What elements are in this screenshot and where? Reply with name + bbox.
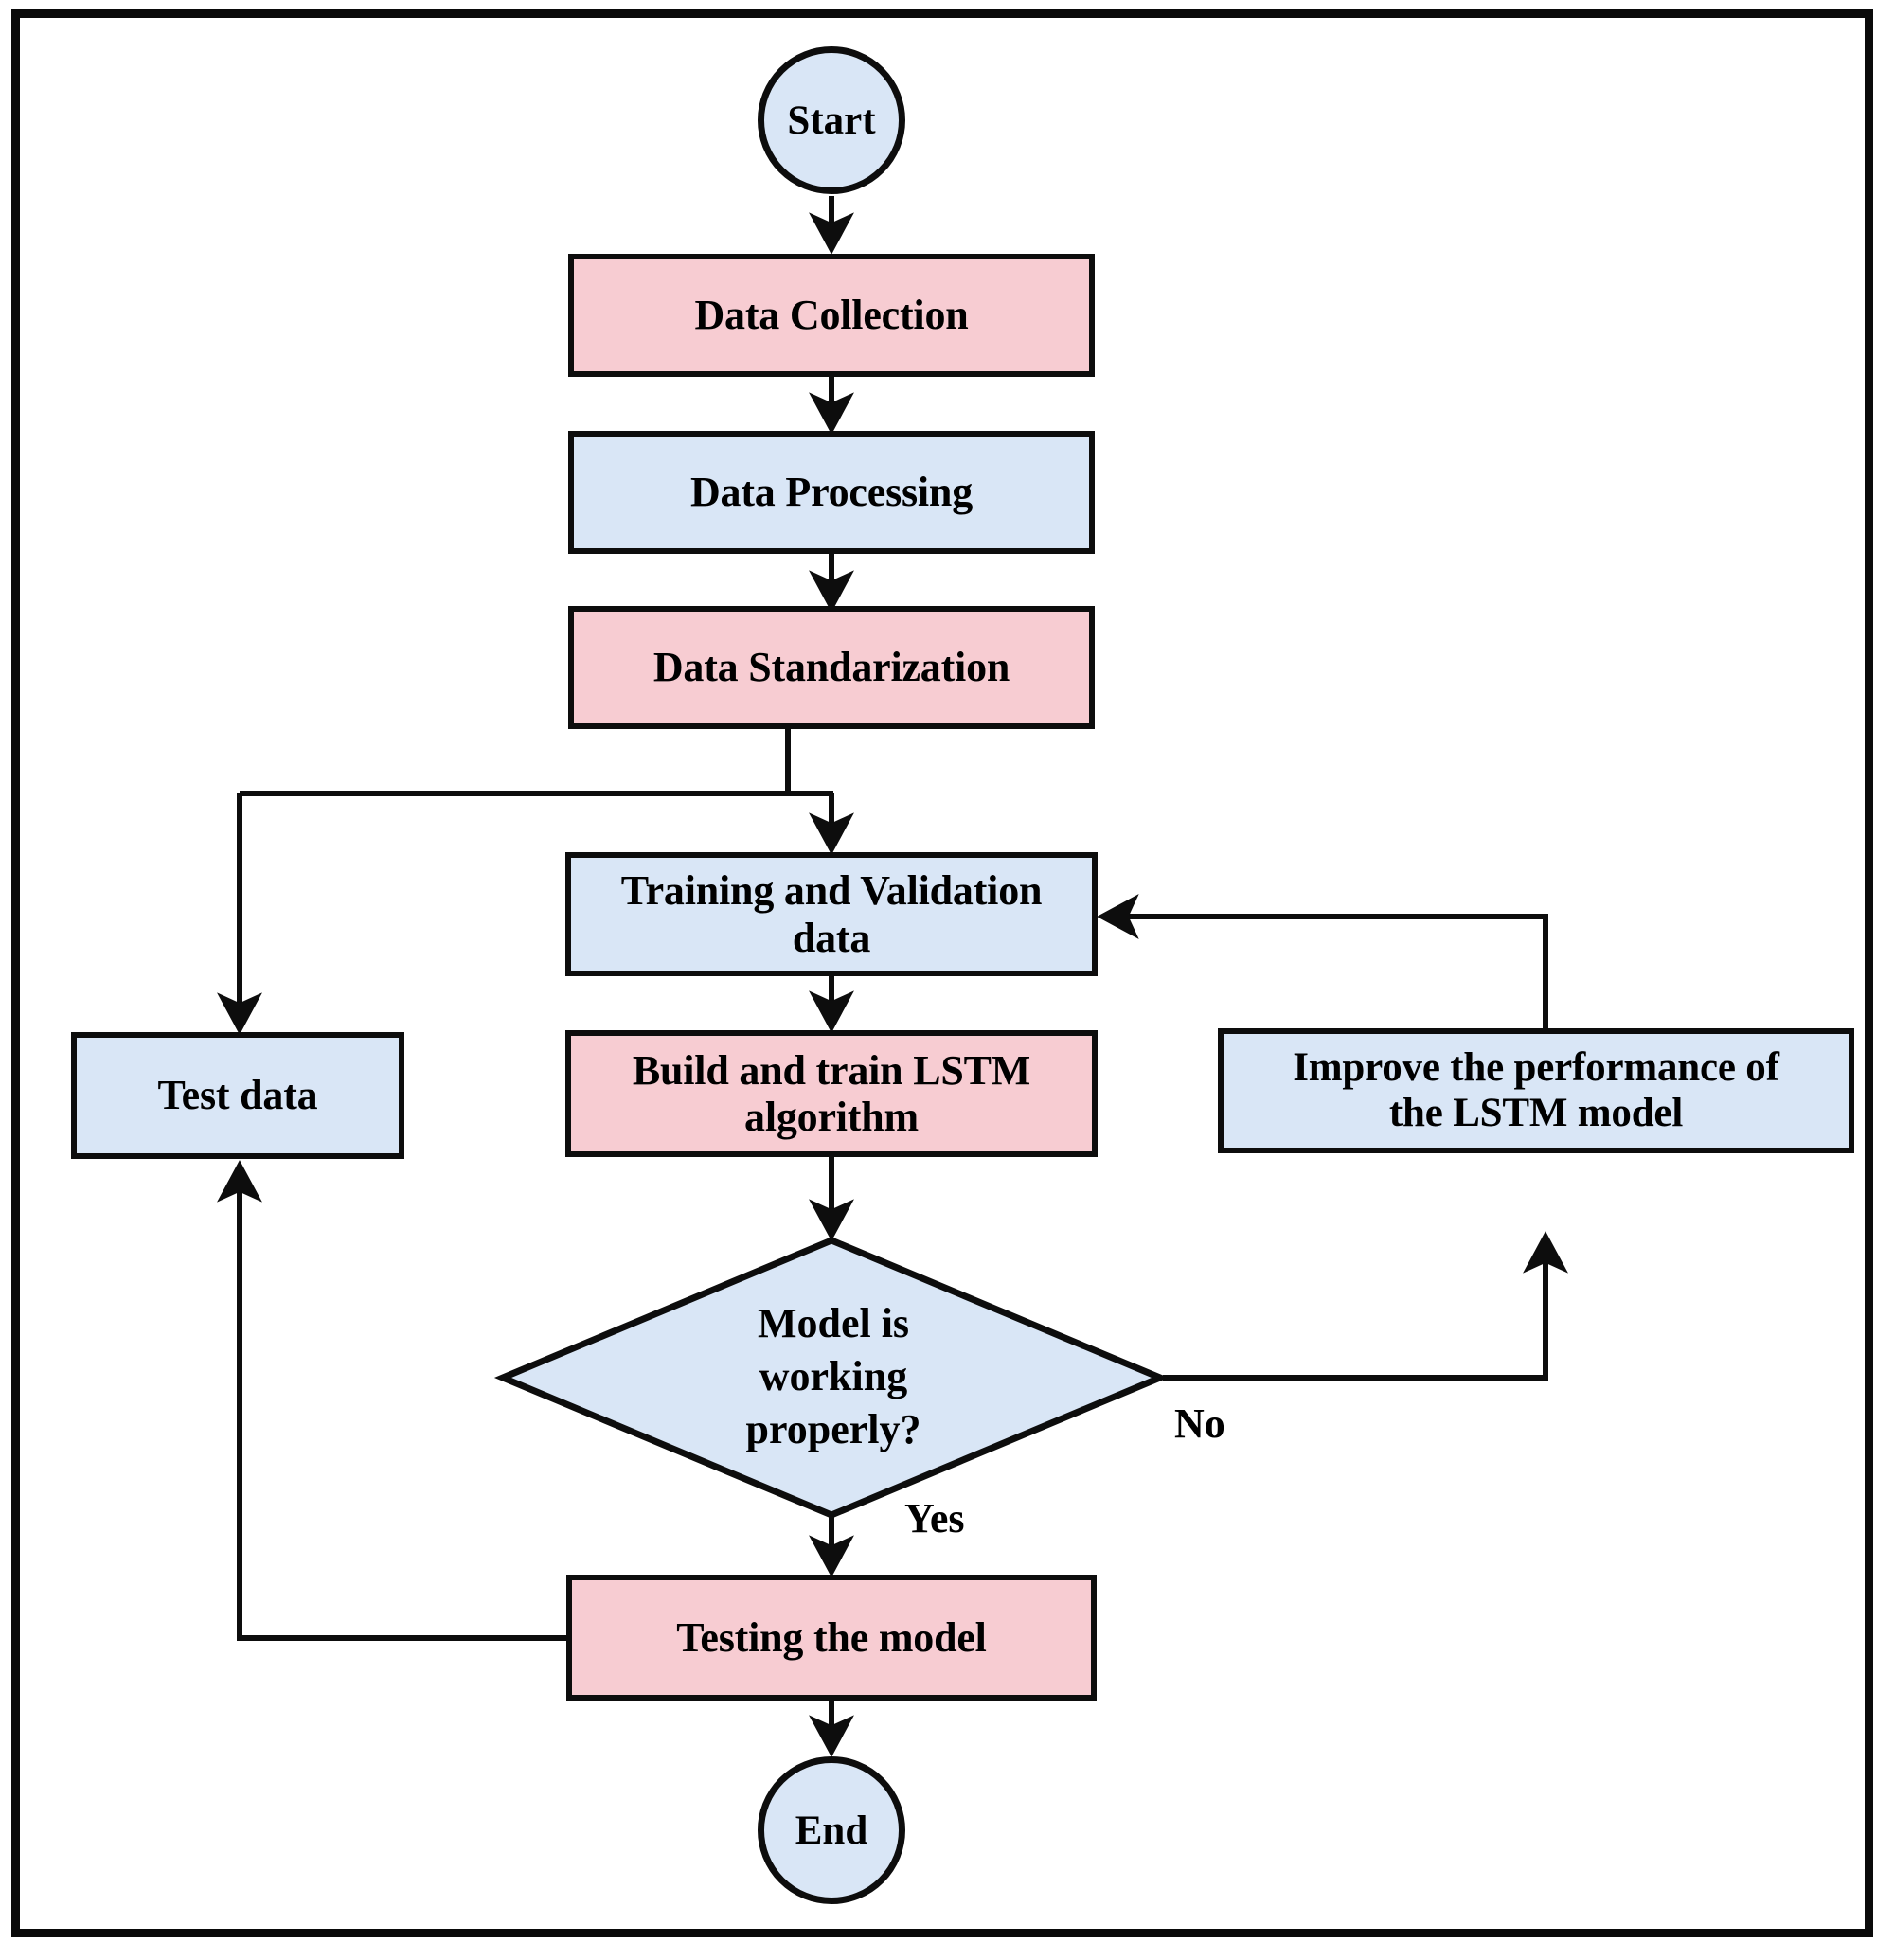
- node-data-standarization[interactable]: Data Standarization: [568, 606, 1095, 729]
- node-improve-performance-label: Improve the performance of the LSTM mode…: [1293, 1044, 1779, 1135]
- node-data-processing[interactable]: Data Processing: [568, 431, 1095, 554]
- node-data-collection-label: Data Collection: [694, 292, 969, 339]
- node-end[interactable]: End: [758, 1756, 905, 1904]
- node-start-label: Start: [787, 98, 876, 143]
- node-data-collection[interactable]: Data Collection: [568, 254, 1095, 377]
- node-testing-the-model-label: Testing the model: [676, 1613, 987, 1661]
- node-test-data-label: Test data: [157, 1072, 318, 1119]
- edge-label-no-text: No: [1174, 1400, 1225, 1447]
- node-training-validation-data[interactable]: Training and Validation data: [565, 852, 1098, 976]
- node-testing-the-model[interactable]: Testing the model: [566, 1575, 1097, 1701]
- edge-testing-to-test-data: [217, 1160, 566, 1641]
- node-data-processing-label: Data Processing: [689, 469, 974, 516]
- decision-diamond-shape: [493, 1237, 1170, 1519]
- node-test-data[interactable]: Test data: [71, 1032, 404, 1159]
- node-training-validation-data-label: Training and Validation data: [620, 867, 1043, 961]
- edge-label-no: No: [1174, 1399, 1225, 1448]
- node-start[interactable]: Start: [758, 46, 905, 194]
- node-end-label: End: [795, 1808, 868, 1853]
- edge-decision-no-to-improve: [1163, 1231, 1568, 1381]
- node-build-train-lstm[interactable]: Build and train LSTM algorithm: [565, 1030, 1098, 1157]
- node-improve-performance[interactable]: Improve the performance of the LSTM mode…: [1218, 1028, 1854, 1153]
- edge-label-yes: Yes: [904, 1494, 965, 1542]
- node-data-standarization-label: Data Standarization: [652, 644, 1010, 691]
- edge-label-yes-text: Yes: [904, 1495, 965, 1541]
- node-build-train-lstm-label: Build and train LSTM algorithm: [632, 1046, 1031, 1140]
